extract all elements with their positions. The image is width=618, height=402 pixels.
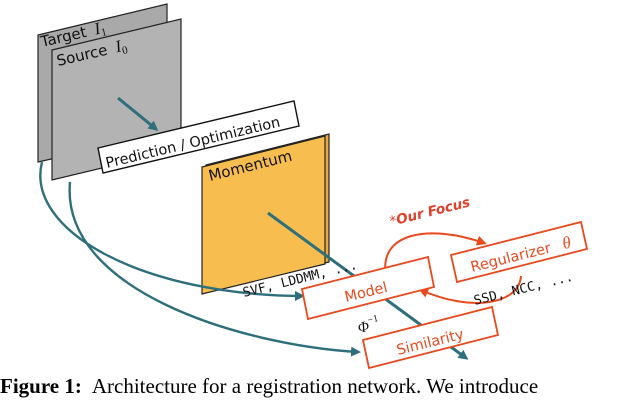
source-subscript: 0 [121,44,130,57]
similarity-box: Similarity [361,305,500,370]
target-to-model-curve-arrow [39,161,305,301]
phi-inverse-label: Φ−1 [355,313,381,337]
phi-superscript: −1 [366,313,379,326]
our-focus-label: *Our Focus [388,194,472,229]
our-focus-star: * [388,213,399,230]
caption-text: Architecture for a registration network.… [91,374,539,398]
regularizer-to-model-arrow [418,275,522,304]
figure-number: Figure 1: [0,374,82,398]
our-focus-text: Our Focus [395,194,472,228]
target-subscript: 1 [100,26,108,39]
source-to-similarity-curve-arrow [68,181,361,357]
figure-caption: Figure 1: Architecture for a registration… [0,370,618,402]
similarity-types-label: SSD, NCC, ... [472,270,574,309]
model-to-regularizer-arrow [384,232,487,277]
source-to-prediction-arrow [117,96,159,131]
phi-symbol: Φ [356,318,372,336]
